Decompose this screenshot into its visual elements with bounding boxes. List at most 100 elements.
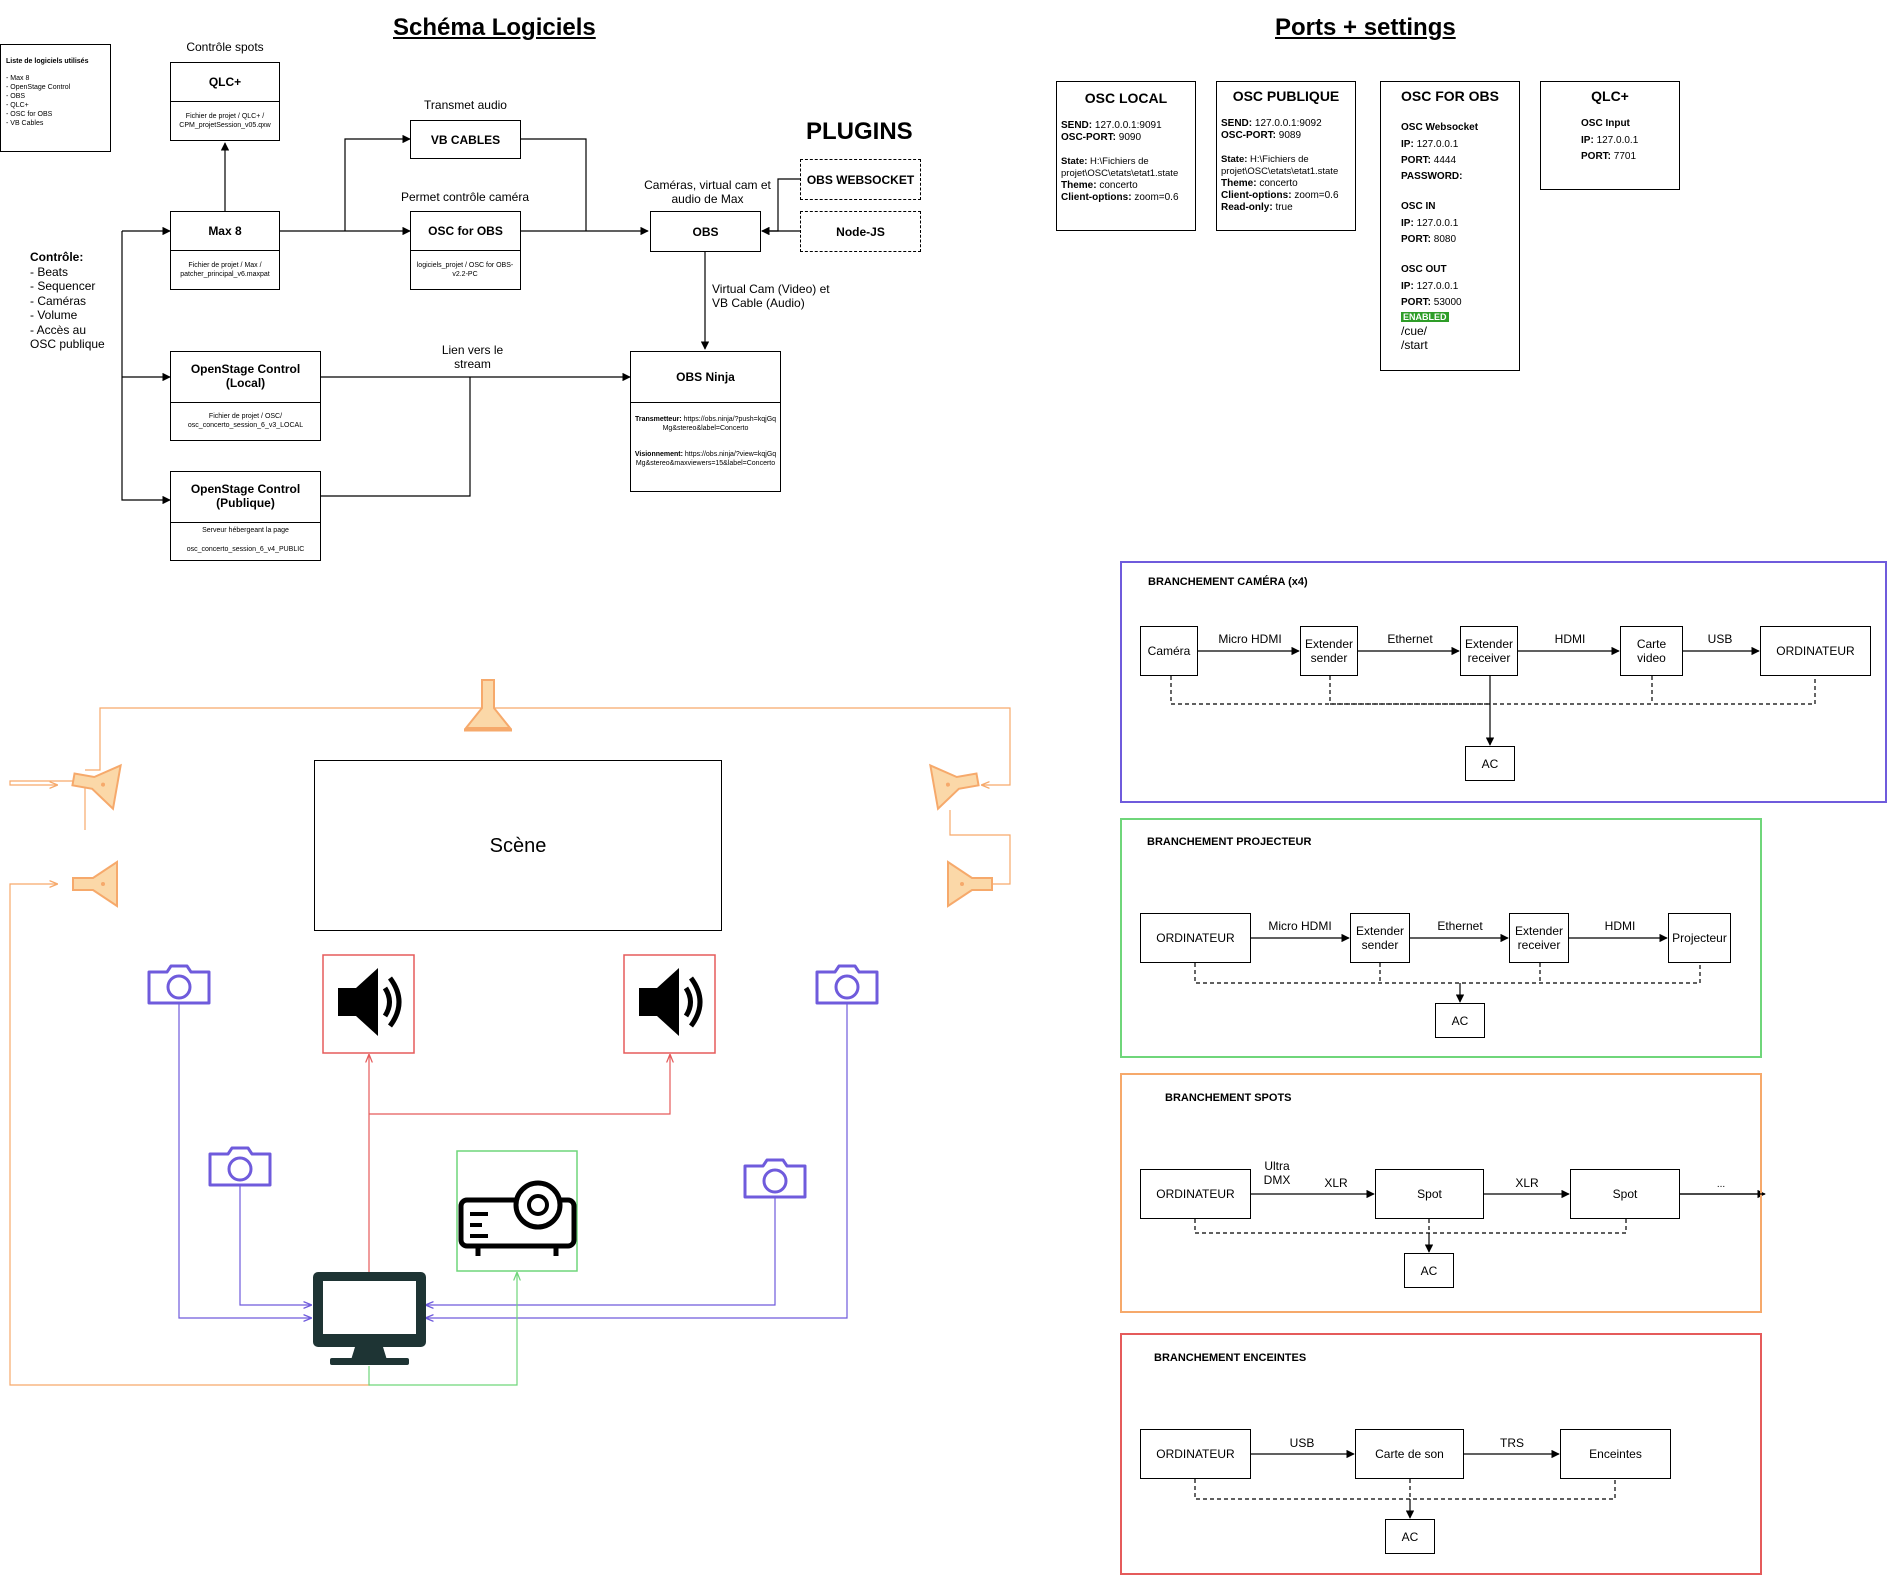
speaker-icon — [623, 954, 716, 1054]
osc-public-settings: OSC PUBLIQUE SEND: 127.0.0.1:9092 OSC-PO… — [1216, 81, 1356, 231]
proj-node-computer: ORDINATEUR — [1140, 913, 1251, 963]
legend-item: - OpenStage Control — [6, 84, 71, 91]
spot-lines — [9, 707, 1011, 1386]
qlc-settings: QLC+ OSC Input IP: 127.0.0.1 PORT: 7701 — [1540, 81, 1680, 190]
spot-light-icon — [929, 763, 980, 811]
spk-ac-power: AC — [1385, 1519, 1435, 1554]
cam-node-video-card: Carte video — [1620, 626, 1683, 676]
plugins-title: PLUGINS — [806, 118, 913, 145]
stage-scene: Scène — [314, 760, 722, 931]
spots-link-label: XLR — [1515, 1176, 1539, 1190]
qlc-caption: Contrôle spots — [186, 40, 264, 54]
camera-panel-title: BRANCHEMENT CAMÉRA (x4) — [1148, 576, 1308, 588]
vb-caption: Transmet audio — [424, 98, 507, 112]
enabled-badge: ENABLED — [1401, 312, 1449, 322]
spots-node-computer: ORDINATEUR — [1140, 1169, 1251, 1219]
projector-wiring-panel — [1120, 818, 1762, 1058]
cam-link-label: HDMI — [1554, 632, 1586, 646]
camera-icon — [815, 964, 879, 1005]
proj-node-extender-sender: Extender sender — [1350, 913, 1410, 963]
camera-wiring-panel — [1120, 561, 1887, 803]
proj-link-label: HDMI — [1604, 919, 1636, 933]
spot-light-icon — [947, 860, 993, 908]
max8-node: Max 8 Fichier de projet / Max / patcher_… — [170, 211, 280, 290]
qlc-settings-title: QLC+ — [1591, 88, 1629, 104]
proj-node-projector: Projecteur — [1668, 913, 1731, 963]
software-list-title: Liste de logiciels utilisés — [6, 58, 89, 65]
software-list-legend: Liste de logiciels utilisés - Max 8 - Op… — [0, 44, 111, 152]
software-links — [121, 134, 800, 505]
spot-light-icon — [463, 679, 513, 732]
oscobs-caption: Permet contrôle caméra — [400, 190, 530, 204]
cam-node-extender-sender: Extender sender — [1300, 626, 1358, 676]
software-schema-title: Schéma Logiciels — [393, 14, 596, 41]
cam-node-computer: ORDINATEUR — [1760, 626, 1871, 676]
control-item: - Accès au — [30, 322, 87, 337]
projector-line — [368, 1273, 517, 1386]
spk-link-label: TRS — [1500, 1436, 1524, 1450]
osl-name: OpenStage Control (Local) — [190, 362, 301, 390]
spk-node-soundcard: Carte de son — [1355, 1429, 1464, 1479]
camera-icon — [208, 1146, 272, 1187]
legend-item: - VB Cables — [6, 120, 44, 127]
spots-node-spot-2: Spot — [1570, 1169, 1680, 1219]
max8-note: Fichier de projet / Max / patcher_princi… — [180, 262, 270, 278]
osc-local-settings: OSC LOCAL SEND: 127.0.0.1:9091 OSC-PORT:… — [1056, 81, 1196, 231]
speakers-panel-title: BRANCHEMENT ENCEINTES — [1154, 1352, 1307, 1364]
projector-panel-title: BRANCHEMENT PROJECTEUR — [1147, 836, 1312, 848]
spk-node-computer: ORDINATEUR — [1140, 1429, 1251, 1479]
cam-link-label: Ethernet — [1387, 632, 1433, 646]
qlc-note: Fichier de projet / QLC+ / CPM_projetSes… — [179, 113, 271, 129]
control-item: OSC publique — [30, 337, 105, 351]
control-item: - Beats — [30, 264, 69, 279]
vb-cables-node: VB CABLES — [410, 120, 521, 159]
cam-ac-power: AC — [1465, 746, 1515, 781]
spots-panel-title: BRANCHEMENT SPOTS — [1165, 1092, 1292, 1104]
nodejs-plugin: Node-JS — [800, 211, 921, 252]
control-item: - Volume — [30, 308, 78, 322]
spots-more-label: ... — [1716, 1179, 1726, 1190]
cam-link-label: USB — [1707, 632, 1733, 646]
oscobs-name: OSC for OBS — [428, 224, 503, 238]
ninja-transmitter: Transmetteur: https://obs.ninja/?push=kq… — [634, 416, 777, 432]
osl-note: Fichier de projet / OSC/ osc_concerto_se… — [187, 413, 304, 429]
spot-light-icon — [72, 860, 118, 908]
ninja-name: OBS Ninja — [676, 370, 735, 384]
obs-caption: Caméras, virtual cam et audio de Max — [644, 178, 771, 206]
ninja-viewer: Visionnement: https://obs.ninja/?view=kq… — [634, 451, 777, 467]
camera-lines — [178, 1003, 848, 1318]
spots-link-label: Ultra DMX — [1263, 1159, 1291, 1187]
camera-icon — [743, 1158, 807, 1199]
proj-ac-power: AC — [1435, 1003, 1485, 1038]
osc-for-obs-settings: OSC FOR OBS OSC Websocket IP: 127.0.0.1 … — [1380, 81, 1520, 371]
computer-monitor-icon — [313, 1272, 426, 1365]
control-list: Contrôle: - Beats - Sequencer - Caméras … — [30, 250, 105, 352]
speaker-icon — [322, 954, 415, 1054]
virtual-cam-label: Virtual Cam (Video) et VB Cable (Audio) — [712, 282, 830, 310]
osc-public-title: OSC PUBLIQUE — [1232, 88, 1340, 104]
openstage-public-node: OpenStage Control (Publique) Serveur héb… — [170, 471, 321, 561]
osp-name: OpenStage Control (Publique) — [190, 482, 301, 510]
legend-item: - Max 8 — [6, 75, 30, 82]
legend-item: - OBS — [6, 93, 26, 100]
spots-ac-power: AC — [1404, 1253, 1454, 1288]
spots-link-label: XLR — [1324, 1176, 1348, 1190]
ports-settings-title: Ports + settings — [1275, 14, 1456, 41]
cam-node-extender-receiver: Extender receiver — [1460, 626, 1518, 676]
proj-link-label: Ethernet — [1437, 919, 1483, 933]
legend-item: - OSC for OBS — [6, 111, 53, 118]
qlc-name: QLC+ — [208, 75, 242, 89]
proj-node-extender-receiver: Extender receiver — [1509, 913, 1569, 963]
stream-link-label: Lien vers le stream — [441, 343, 504, 371]
obs-websocket-plugin: OBS WEBSOCKET — [800, 159, 921, 200]
spk-link-label: USB — [1289, 1436, 1315, 1450]
max8-name: Max 8 — [208, 224, 242, 238]
osc-for-obs-node: OSC for OBS logiciels_projet / OSC for O… — [410, 211, 521, 290]
osp-note-1: Serveur hébergeant la page — [202, 527, 289, 534]
openstage-local-node: OpenStage Control (Local) Fichier de pro… — [170, 351, 321, 441]
osc-local-title: OSC LOCAL — [1084, 90, 1168, 106]
spk-node-speakers: Enceintes — [1560, 1429, 1671, 1479]
proj-link-label: Micro HDMI — [1268, 919, 1332, 933]
